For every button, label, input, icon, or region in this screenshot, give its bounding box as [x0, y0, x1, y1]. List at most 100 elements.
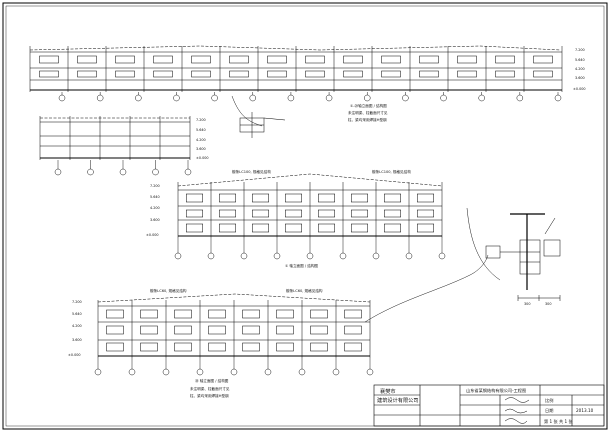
- axis-bubble: [58, 94, 66, 102]
- axis-bubble: [366, 368, 374, 376]
- window: [77, 70, 97, 78]
- window: [252, 209, 269, 218]
- window: [229, 55, 249, 64]
- elevation-1b-axis-bubbles: [54, 160, 192, 176]
- window: [252, 223, 269, 233]
- window: [115, 70, 135, 78]
- window: [186, 223, 203, 233]
- date-value: 2013.10: [576, 408, 594, 413]
- window: [39, 70, 59, 78]
- svg-text:5.640: 5.640: [196, 128, 206, 132]
- elevation-1-levels: 7.200 5.640 4.200 3.600 ±0.000: [573, 48, 586, 91]
- elevation-1: [29, 45, 563, 92]
- elevation-2-label-left: 檩条LC100, 规格见结构: [232, 169, 271, 174]
- window: [153, 70, 173, 78]
- axis-bubble: [173, 94, 180, 102]
- window: [186, 209, 203, 218]
- axis-bubble: [94, 368, 102, 376]
- elevation-3-note-2: 柱、梁均采用焊接H型钢: [190, 393, 229, 398]
- window: [419, 55, 439, 64]
- axis-bubble: [554, 94, 562, 102]
- sheet-inner-border: [5, 5, 605, 427]
- axis-bubble: [249, 94, 256, 102]
- window: [115, 55, 135, 64]
- axis-bubble: [240, 252, 248, 260]
- elevation-2: [177, 173, 443, 238]
- axis-bubble: [211, 94, 218, 102]
- window: [276, 325, 294, 335]
- axis-bubble: [440, 94, 447, 102]
- window: [310, 309, 328, 319]
- window: [344, 309, 362, 319]
- window: [285, 193, 302, 203]
- project-title: 山东省某钢结构有限公司-工程图: [466, 387, 526, 394]
- window: [140, 325, 158, 335]
- detail-dim-left: 300: [524, 302, 530, 306]
- axis-bubble: [402, 94, 409, 102]
- window: [351, 193, 368, 203]
- svg-text:3.600: 3.600: [196, 147, 206, 151]
- company-name-line-2: 建筑设计有限公司: [377, 396, 419, 404]
- window: [344, 342, 362, 352]
- window: [242, 309, 260, 319]
- elevation-2-caption: ① 轴立面图 / 结构图: [285, 263, 318, 268]
- sheet-number: 第 1 张 共 1 张: [544, 418, 574, 425]
- svg-text:5.640: 5.640: [72, 312, 82, 316]
- window: [252, 193, 269, 203]
- window: [219, 223, 236, 233]
- window: [208, 309, 226, 319]
- window: [419, 70, 439, 78]
- window: [174, 325, 192, 335]
- window: [318, 193, 335, 203]
- axis-bubble: [119, 168, 127, 176]
- svg-text:3.600: 3.600: [575, 76, 585, 80]
- axis-bubble: [152, 168, 159, 176]
- window: [343, 70, 363, 78]
- axis-bubble: [207, 252, 215, 260]
- elevation-2-levels: 7.200 5.640 4.200 3.600 ±0.000: [146, 184, 160, 237]
- elevation-1b: [39, 116, 191, 160]
- elevation-1-caption: ①-⑳轴立面图 / 结构图: [350, 103, 387, 108]
- window: [77, 55, 97, 64]
- axis-bubble: [162, 368, 170, 376]
- window: [384, 209, 401, 218]
- axis-bubble: [364, 94, 371, 102]
- window: [208, 342, 226, 352]
- axis-bubble: [54, 168, 62, 176]
- svg-text:±0.000: ±0.000: [146, 233, 159, 237]
- window: [457, 70, 477, 78]
- elevation-3-levels: 7.200 5.640 4.200 3.600 ±0.000: [68, 300, 82, 357]
- window: [267, 55, 287, 64]
- axis-bubble: [306, 252, 314, 260]
- svg-text:4.200: 4.200: [575, 67, 585, 71]
- window: [106, 342, 124, 352]
- svg-text:5.640: 5.640: [575, 58, 585, 62]
- elevation-2-label-right: 檩条LC100, 规格见结构: [372, 169, 411, 174]
- window: [219, 209, 236, 218]
- axis-bubble: [478, 94, 485, 102]
- svg-text:5.640: 5.640: [150, 195, 160, 199]
- window: [305, 55, 325, 64]
- window: [229, 70, 249, 78]
- window: [242, 325, 260, 335]
- window: [417, 193, 434, 203]
- callout-leaders: [231, 95, 501, 323]
- window: [344, 325, 362, 335]
- window: [310, 325, 328, 335]
- axis-bubble: [184, 168, 192, 176]
- svg-text:7.200: 7.200: [575, 48, 585, 52]
- axis-bubble: [128, 368, 136, 376]
- window: [533, 70, 553, 78]
- window: [39, 55, 59, 64]
- window: [191, 55, 211, 64]
- window: [276, 309, 294, 319]
- elevation-2-axis-bubbles: [174, 238, 446, 260]
- window: [174, 342, 192, 352]
- window: [267, 70, 287, 78]
- window: [106, 309, 124, 319]
- window: [381, 55, 401, 64]
- window: [285, 209, 302, 218]
- window: [276, 342, 294, 352]
- elevation-1-note-1: 未注明梁、柱截面尺寸见: [348, 110, 388, 115]
